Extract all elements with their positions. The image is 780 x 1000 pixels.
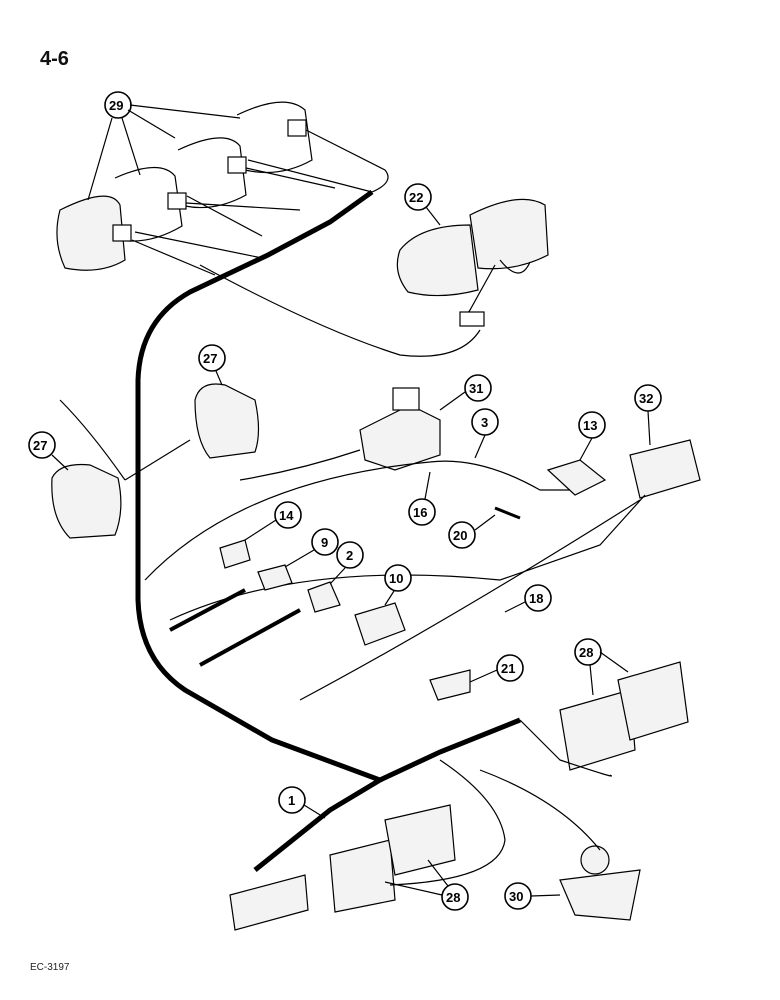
callout-10: 10 [384,564,412,592]
svg-text:31: 31 [469,381,483,396]
callout-31: 31 [464,374,492,402]
side-lamps [51,383,260,539]
callout-13: 13 [578,411,606,439]
callout-30: 30 [504,882,532,910]
callout-1: 1 [278,786,306,814]
svg-text:14: 14 [279,508,294,523]
callout-32: 32 [634,384,662,412]
svg-text:9: 9 [321,535,328,550]
page-number: 4-6 [40,48,69,70]
callout-9: 9 [311,528,339,556]
svg-text:20: 20 [453,528,467,543]
right-components [144,439,701,701]
svg-text:2: 2 [346,548,353,563]
svg-text:22: 22 [409,190,423,205]
svg-text:27: 27 [33,438,47,453]
callout-14: 14 [274,501,302,529]
svg-text:21: 21 [501,661,515,676]
figure-code: EC-3197 [30,962,70,973]
wiper-motor [479,769,641,921]
svg-text:29: 29 [109,98,123,113]
callout-16: 16 [408,498,436,526]
svg-text:27: 27 [203,351,217,366]
main-harness [135,189,386,872]
callout-21: 21 [496,654,524,682]
callout-20: 20 [448,521,476,549]
callout-27-top: 27 [198,344,226,372]
motor-component [239,387,441,481]
svg-text:28: 28 [579,645,593,660]
callout-29: 29 [104,91,132,119]
callout-27-left: 27 [28,431,56,459]
work-lamps [56,101,389,276]
callout-18: 18 [524,584,552,612]
callout-3: 3 [471,408,499,436]
main-harness-branch [378,717,521,783]
rear-lamps [329,661,689,913]
svg-text:16: 16 [413,505,427,520]
svg-text:30: 30 [509,889,523,904]
switches [219,506,521,646]
callout-28-right: 28 [574,638,602,666]
svg-text:28: 28 [446,890,460,905]
svg-text:13: 13 [583,418,597,433]
svg-text:18: 18 [529,591,543,606]
svg-text:3: 3 [481,415,488,430]
blower-unit [199,198,549,357]
svg-text:32: 32 [639,391,653,406]
connector-plug [229,874,309,931]
callout-2: 2 [336,541,364,569]
svg-text:1: 1 [288,793,295,808]
callout-28-bottom: 28 [441,883,469,911]
svg-text:10: 10 [389,571,403,586]
callout-22: 22 [404,183,432,211]
